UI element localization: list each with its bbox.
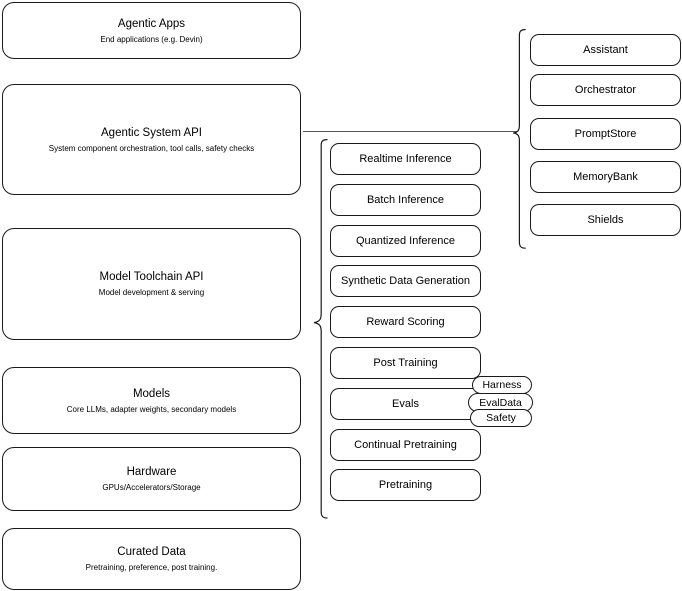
evals-subcomponent-harness[interactable]: Harness xyxy=(472,376,532,394)
layer-title: Hardware xyxy=(126,466,177,478)
evals-subcomponent-label: Harness xyxy=(482,379,522,391)
layer-subtitle: GPUs/Accelerators/Storage xyxy=(102,483,201,492)
toolchain-pretraining[interactable]: Pretraining xyxy=(330,469,481,501)
toolchain-continual-pretraining[interactable]: Continual Pretraining xyxy=(330,429,481,461)
toolchain-label: Evals xyxy=(392,397,419,410)
component-memorybank[interactable]: MemoryBank xyxy=(530,161,681,193)
brace-toolchain-components xyxy=(302,138,328,520)
layer-agentic-apps[interactable]: Agentic Apps End applications (e.g. Devi… xyxy=(2,2,301,59)
evals-subcomponent-label: Safety xyxy=(486,412,516,424)
toolchain-synthetic-data-generation[interactable]: Synthetic Data Generation xyxy=(330,265,481,297)
toolchain-label: Realtime Inference xyxy=(359,152,452,165)
layer-model-toolchain-api[interactable]: Model Toolchain API Model development & … xyxy=(2,228,301,340)
layer-models[interactable]: Models Core LLMs, adapter weights, secon… xyxy=(2,367,301,434)
layer-subtitle: Core LLMs, adapter weights, secondary mo… xyxy=(66,404,237,414)
layer-title: Models xyxy=(132,387,171,400)
layer-title: Model Toolchain API xyxy=(99,271,204,283)
toolchain-label: Quantized Inference xyxy=(355,234,456,247)
toolchain-label: Reward Scoring xyxy=(366,315,445,328)
layer-agentic-system-api[interactable]: Agentic System API System component orch… xyxy=(2,84,301,195)
component-label: PromptStore xyxy=(574,127,637,140)
layer-title: Agentic System API xyxy=(101,126,202,139)
component-orchestrator[interactable]: Orchestrator xyxy=(530,74,681,106)
component-promptstore[interactable]: PromptStore xyxy=(530,118,681,150)
toolchain-label: Continual Pretraining xyxy=(354,438,457,451)
evals-subcomponent-label: EvalData xyxy=(479,396,522,409)
layer-subtitle: Model development & serving xyxy=(98,288,205,297)
toolchain-reward-scoring[interactable]: Reward Scoring xyxy=(330,306,481,338)
component-label: Shields xyxy=(587,213,624,226)
evals-subcomponent-safety[interactable]: Safety xyxy=(470,409,532,427)
layer-subtitle: End applications (e.g. Devin) xyxy=(100,34,203,44)
layer-title: Curated Data xyxy=(117,546,186,558)
layer-hardware[interactable]: Hardware GPUs/Accelerators/Storage xyxy=(2,447,301,511)
component-shields[interactable]: Shields xyxy=(530,204,681,236)
component-assistant[interactable]: Assistant xyxy=(530,34,681,66)
layer-subtitle: Pretraining, preference, post training. xyxy=(85,563,218,572)
toolchain-quantized-inference[interactable]: Quantized Inference xyxy=(330,225,481,257)
component-label: Assistant xyxy=(583,43,628,56)
brace-system-components xyxy=(512,28,526,250)
component-label: MemoryBank xyxy=(573,170,638,183)
connector-system-api-to-components xyxy=(303,131,517,132)
toolchain-evals[interactable]: Evals xyxy=(330,388,481,420)
component-label: Orchestrator xyxy=(574,83,637,96)
toolchain-post-training[interactable]: Post Training xyxy=(330,347,481,379)
layer-title: Agentic Apps xyxy=(117,17,186,30)
toolchain-label: Batch Inference xyxy=(366,193,445,206)
toolchain-label: Synthetic Data Generation xyxy=(340,274,471,287)
toolchain-batch-inference[interactable]: Batch Inference xyxy=(330,184,481,216)
layer-subtitle: System component orchestration, tool cal… xyxy=(48,143,255,153)
toolchain-label: Post Training xyxy=(373,356,438,369)
layer-curated-data[interactable]: Curated Data Pretraining, preference, po… xyxy=(2,528,301,590)
toolchain-label: Pretraining xyxy=(378,478,433,491)
toolchain-realtime-inference[interactable]: Realtime Inference xyxy=(330,143,481,175)
